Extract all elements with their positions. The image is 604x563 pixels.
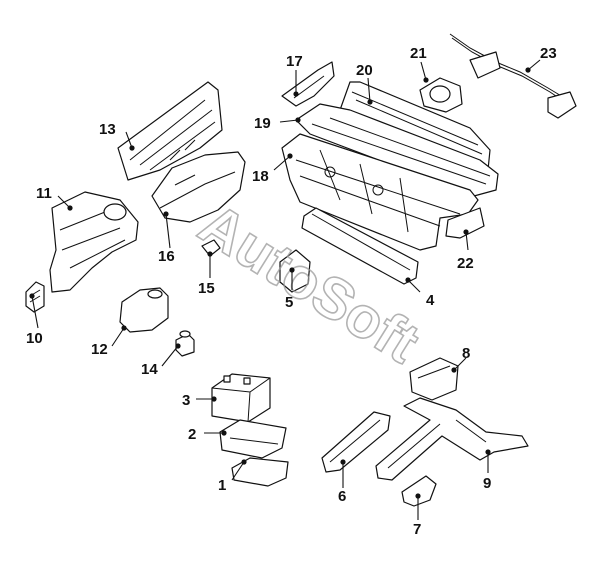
- part-11-wheel-housing: [49, 191, 139, 293]
- callout-9: 9: [483, 475, 491, 492]
- callout-labels: 1 2 3 4 5 6 7 8 9 10 11 12 13 14 15 16 1…: [26, 45, 557, 538]
- leader-10: [31, 295, 39, 329]
- part-10-bracket: [25, 281, 45, 313]
- part-19-cowl-panel: [295, 103, 499, 197]
- callout-12: 12: [91, 341, 108, 358]
- leader-19: [279, 119, 299, 123]
- leader-dots: [29, 67, 531, 499]
- callout-22: 22: [457, 255, 474, 272]
- callout-2: 2: [188, 426, 196, 443]
- callout-4: 4: [426, 292, 435, 309]
- callout-3: 3: [182, 392, 190, 409]
- part-1-tray-support: [231, 457, 289, 487]
- leader-21: [420, 61, 427, 81]
- leader-4: [407, 279, 421, 293]
- callout-19: 19: [254, 115, 271, 132]
- part-8-bracket: [409, 357, 459, 401]
- part-6-side-rail: [321, 411, 391, 473]
- leader-12: [111, 327, 125, 347]
- part-22-panel: [445, 207, 485, 239]
- part-12-reservoir: [119, 287, 169, 333]
- callout-16: 16: [158, 248, 175, 265]
- part-5-bracket: [279, 249, 311, 293]
- leader-13: [125, 131, 133, 149]
- part-14-sensor: [175, 330, 195, 357]
- leader-11: [57, 195, 71, 209]
- part-20-cowl-top: [339, 81, 491, 171]
- part-16-strut-tower: [151, 151, 246, 223]
- part-13-fender-apron: [117, 81, 223, 181]
- part-3-battery: [211, 373, 271, 423]
- leader-14: [161, 345, 179, 367]
- part-9-front-frame: [375, 397, 529, 481]
- part-2-battery-tray: [219, 419, 287, 459]
- callout-11: 11: [36, 185, 52, 202]
- leader-23: [527, 59, 541, 71]
- leader-22: [465, 231, 469, 251]
- callout-20: 20: [356, 62, 373, 79]
- leader-8: [453, 357, 467, 371]
- callout-7: 7: [413, 521, 421, 538]
- part-15-clip: [201, 239, 221, 257]
- leader-20: [367, 77, 371, 103]
- callout-6: 6: [338, 488, 346, 505]
- callout-10: 10: [26, 330, 43, 347]
- callout-17: 17: [286, 53, 303, 70]
- part-21-wiper-motor: [419, 77, 463, 113]
- callout-13: 13: [99, 121, 116, 138]
- part-23-wiper-linkage: [449, 33, 577, 119]
- part-18-dash-panel: [281, 133, 479, 251]
- callout-8: 8: [462, 345, 470, 362]
- callout-18: 18: [252, 168, 269, 185]
- part-4-cross-member: [301, 207, 419, 285]
- callout-5: 5: [285, 294, 293, 311]
- callout-14: 14: [141, 361, 158, 378]
- callout-15: 15: [198, 280, 215, 297]
- leader-16: [165, 213, 171, 249]
- callout-21: 21: [410, 45, 427, 62]
- leader-1: [231, 461, 245, 481]
- leader-18: [273, 155, 291, 171]
- leader-lines: [31, 59, 541, 520]
- callout-23: 23: [540, 45, 557, 62]
- callout-1: 1: [218, 477, 226, 494]
- part-7-bracket: [401, 475, 437, 507]
